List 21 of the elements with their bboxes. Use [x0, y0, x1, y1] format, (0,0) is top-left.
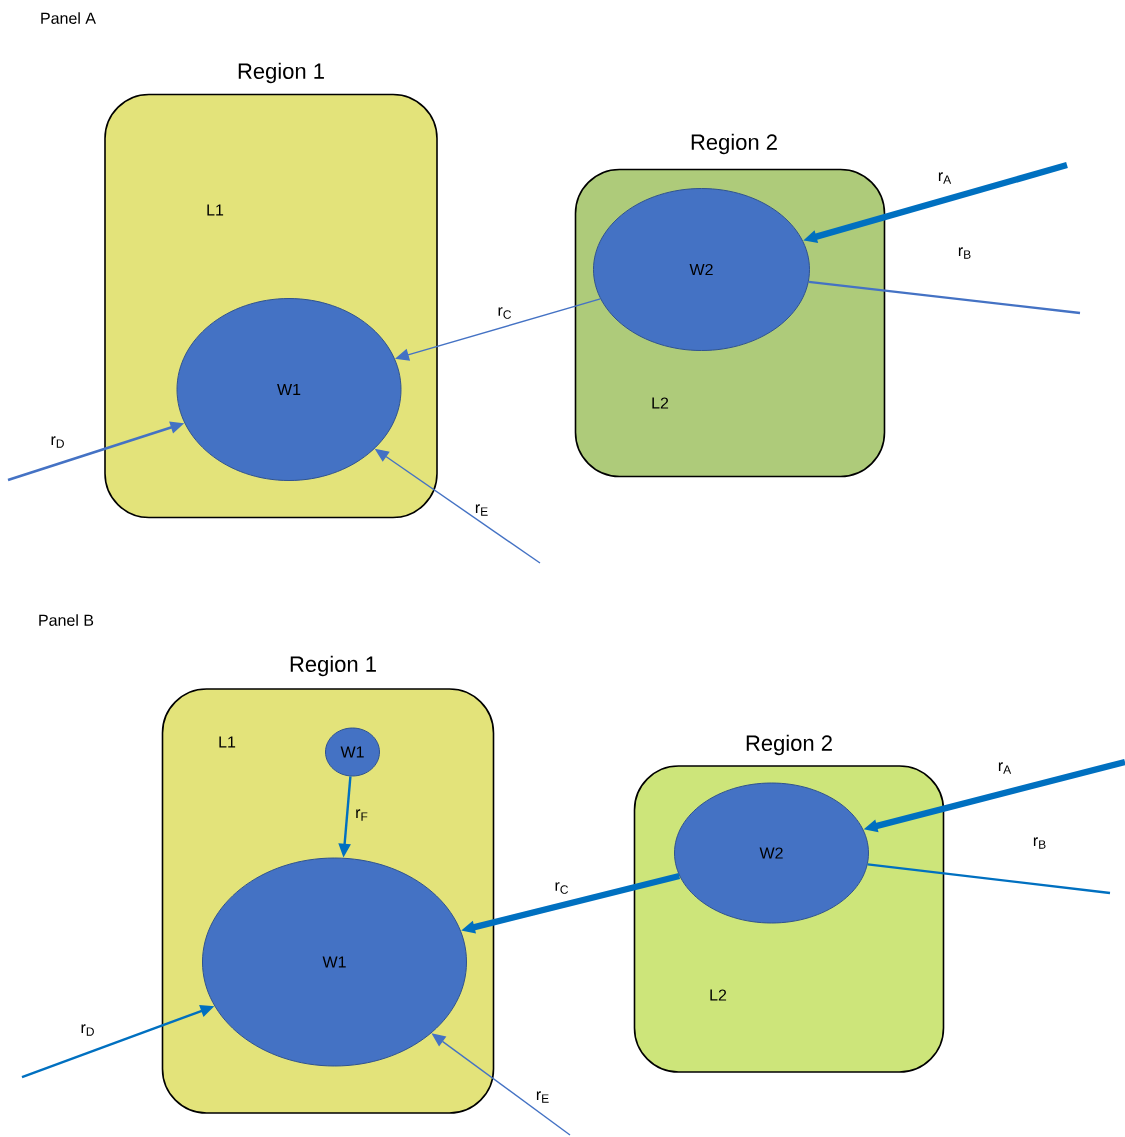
edge-label: r$_{B}$: [958, 247, 971, 259]
edge-label: r$_{E}$: [536, 1091, 549, 1103]
region-title: Region 1: [238, 62, 324, 84]
edge-label: r$_{B}$: [1033, 837, 1046, 849]
edge-label: r$_{A}$: [938, 172, 952, 184]
edge-label: r$_{E}$: [475, 504, 488, 516]
edge-label: r$_{D}$: [81, 1024, 94, 1036]
region-label: L1: [207, 204, 224, 216]
region-label: L2: [652, 397, 669, 409]
region-label: L1: [219, 736, 236, 748]
region-title: Region 2: [746, 734, 832, 756]
edge-label: r$_{F}$: [356, 809, 368, 821]
edge-label: r$_{D}$: [51, 436, 64, 448]
edge-label: r$_{C}$: [555, 882, 569, 894]
region-label: L2: [710, 989, 727, 1001]
edge-label: r$_{C}$: [498, 307, 512, 319]
region-title: Region 2: [691, 133, 777, 155]
panel-label: Panel B: [39, 614, 94, 626]
edge-label: r$_{A}$: [998, 762, 1012, 774]
panel-label: Panel A: [41, 12, 96, 24]
region-title: Region 1: [290, 655, 376, 677]
